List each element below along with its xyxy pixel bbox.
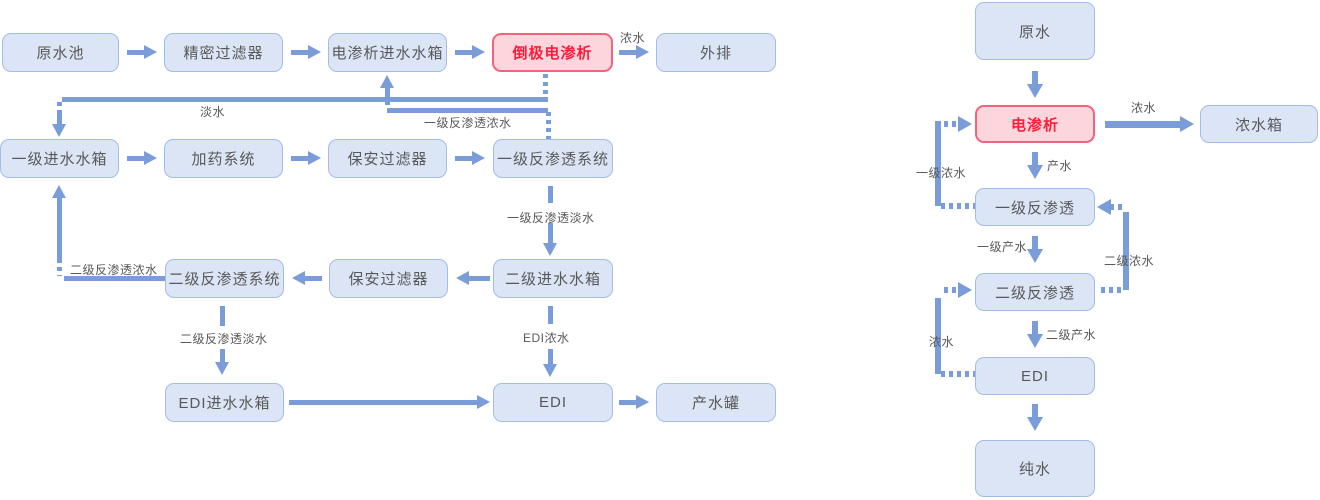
flow-label-stage2-ro-conc: 二级反渗透浓水 [70,263,158,277]
flow-label-stage1-ro-fresh: 一级反渗透淡水 [507,211,595,225]
edge-segment [1032,236,1038,250]
node-fine-filter: 精密过滤器 [164,33,283,72]
arrowhead-down-icon [1027,84,1043,98]
flow-label-stage1-conc: 一级浓水 [916,166,967,180]
arrowhead-right-icon [958,282,972,298]
edge-segment [1105,120,1181,128]
node-ed-feed-tank: 电渗析进水水箱 [328,33,447,72]
node-security-filter-2: 保安过滤器 [329,259,448,298]
edge-segment [1032,321,1038,335]
arrowhead-down-icon [1027,249,1043,263]
flow-label-stage2-ro-fresh: 二级反渗透淡水 [180,332,268,346]
arrowhead-right-icon [958,116,972,132]
edge-segment [1032,152,1038,166]
node-conc-water-tank: 浓水箱 [1200,105,1318,143]
arrowhead-left-icon [1097,199,1111,215]
node-stage1-ro: 一级反渗透 [975,188,1095,226]
flow-label-stage1-product: 一级产水 [977,240,1028,254]
flow-label-conc-water: 浓水 [620,31,646,45]
arrowhead-down-icon [1027,165,1043,179]
node-dosing-system: 加药系统 [164,139,283,178]
edge-segment [941,203,975,209]
flow-label-stage2-conc: 二级浓水 [1104,254,1155,268]
edge-segment [1032,71,1038,85]
node-stage2-feed-tank: 二级进水水箱 [493,259,613,298]
node-product-tank: 产水罐 [656,383,776,422]
edge-segment [944,287,958,293]
node-pure-water: 纯水 [975,440,1095,497]
arrowhead-right-icon [1180,116,1194,132]
arrowhead-down-icon [1027,334,1043,348]
arrowhead-down-icon [1027,417,1043,431]
flow-label-conc-water-top: 浓水 [1131,101,1157,115]
node-edi-feed-tank: EDI进水水箱 [165,383,284,422]
node-stage2-ro: 二级反渗透 [975,273,1095,311]
node-electrodialysis: 电渗析 [975,105,1095,143]
edge-segment [1101,287,1124,293]
flow-label-edi-conc-water: 浓水 [929,335,955,349]
flow-label-stage2-product: 二级产水 [1046,328,1097,342]
flow-label-fresh-water: 淡水 [200,105,226,119]
node-edi: EDI [975,357,1095,395]
node-raw-water-pool: 原水池 [2,33,119,72]
edge-segment [1110,204,1124,210]
edge-segment [1032,404,1038,418]
node-raw-water: 原水 [975,2,1095,60]
node-edr: 倒极电渗析 [492,33,613,72]
edge-segment [1123,212,1129,290]
flow-label-edi-conc: EDI浓水 [523,331,570,345]
flow-label-product-water: 产水 [1047,159,1073,173]
edge-segment [944,121,958,127]
node-discharge: 外排 [656,33,776,72]
node-stage1-feed-tank: 一级进水水箱 [0,139,119,178]
flow-label-stage1-ro-conc: 一级反渗透浓水 [424,116,512,130]
edge-segment [941,371,975,377]
node-edi: EDI [493,383,613,422]
node-stage2-ro-system: 二级反渗透系统 [165,259,284,298]
node-security-filter-1: 保安过滤器 [328,139,447,178]
node-stage1-ro-system: 一级反渗透系统 [493,139,613,178]
